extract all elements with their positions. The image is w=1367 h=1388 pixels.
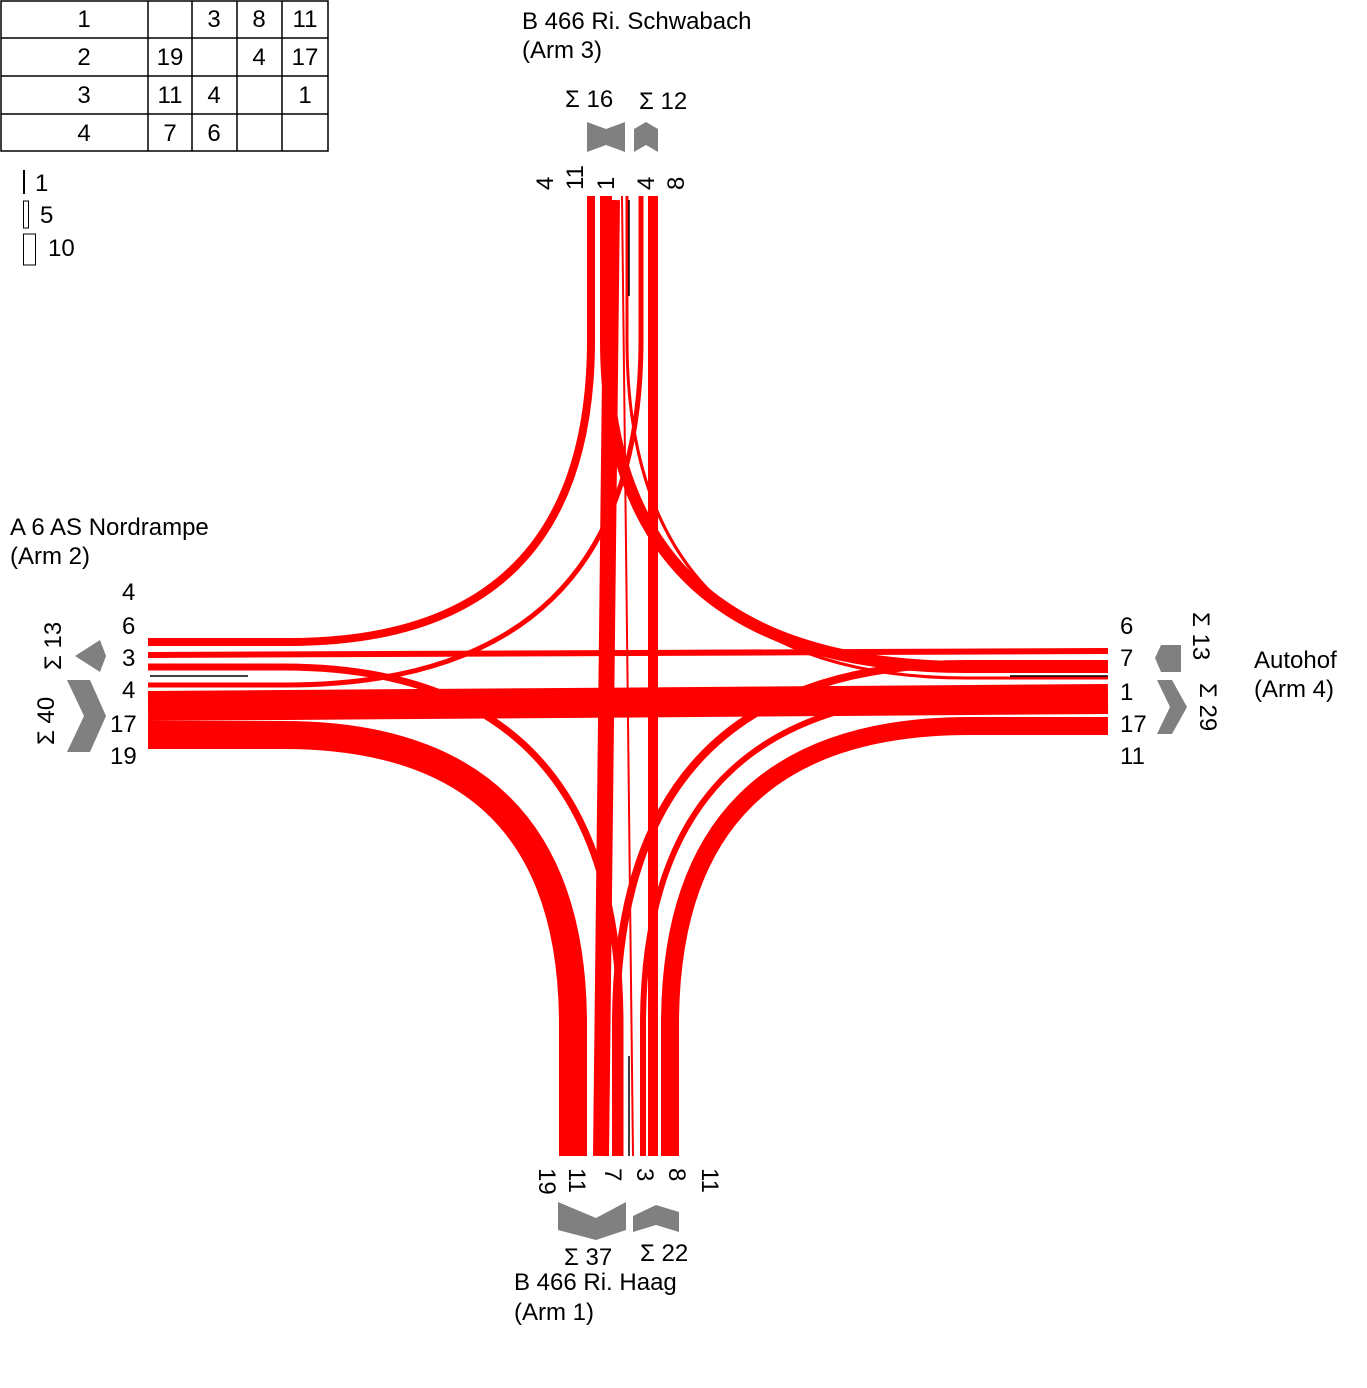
legend-swatch-1 bbox=[23, 170, 25, 194]
legend-label: 1 bbox=[35, 170, 48, 197]
arm-south-number: (Arm 1) bbox=[514, 1299, 594, 1326]
lane-label-south: 11 bbox=[563, 1168, 590, 1193]
flow-band-north-south bbox=[621, 195, 634, 1157]
lane-label-south: 7 bbox=[599, 1168, 626, 1181]
lane-label-south: 8 bbox=[663, 1168, 690, 1181]
flow-band-north-east bbox=[600, 196, 1108, 673]
flow-band-south-west bbox=[148, 721, 587, 1156]
arm-east-number: (Arm 4) bbox=[1254, 676, 1334, 703]
lane-label-north: 4 bbox=[633, 177, 660, 190]
lane-label-east: 6 bbox=[1120, 613, 1133, 640]
lane-label-east: 11 bbox=[1120, 743, 1145, 770]
lane-label-west: 3 bbox=[122, 645, 135, 672]
lane-label-north: 11 bbox=[562, 165, 589, 190]
flow-band-east-north bbox=[625, 196, 1108, 680]
direction-arrows bbox=[67, 122, 1187, 1240]
arrow-east-in bbox=[1157, 680, 1187, 734]
arm-south-name: B 466 Ri. Haag bbox=[514, 1269, 677, 1296]
legend-label: 5 bbox=[40, 202, 53, 229]
arrow-west-out bbox=[75, 640, 106, 672]
arm-east-name: Autohof bbox=[1254, 647, 1337, 674]
matrix-cell: 7 bbox=[163, 120, 176, 147]
flow-band-west-north bbox=[148, 196, 644, 688]
flow-band-west-east bbox=[147, 648, 1109, 658]
matrix-cell: 11 bbox=[293, 6, 318, 33]
arrow-north-out bbox=[634, 122, 658, 152]
arm-west-name: A 6 AS Nordrampe bbox=[10, 514, 209, 541]
lane-label-east: 1 bbox=[1120, 679, 1133, 706]
lane-label-west: 19 bbox=[110, 743, 137, 770]
matrix-cell: 1 bbox=[298, 82, 311, 109]
lane-label-south: 19 bbox=[533, 1168, 560, 1195]
sum-south-in: Σ 37 bbox=[564, 1244, 612, 1271]
matrix-cell: 8 bbox=[252, 6, 265, 33]
flow-band-east-south bbox=[661, 717, 1108, 1156]
lane-label-south: 11 bbox=[696, 1168, 723, 1193]
arrow-south-out bbox=[633, 1205, 679, 1232]
sum-west-out: Σ 13 bbox=[40, 622, 67, 670]
arm-north-number: (Arm 3) bbox=[522, 37, 602, 64]
legend-swatch-10 bbox=[23, 233, 36, 266]
lane-label-west: 4 bbox=[122, 677, 135, 704]
arm-west-number: (Arm 2) bbox=[10, 543, 90, 570]
lane-label-east: 17 bbox=[1120, 711, 1147, 738]
matrix-cell: 2 bbox=[77, 44, 90, 71]
matrix-cell: 17 bbox=[292, 44, 319, 71]
matrix-cell: 3 bbox=[77, 82, 90, 109]
lane-label-east: 7 bbox=[1120, 645, 1133, 672]
sum-east-out: Σ 13 bbox=[1187, 612, 1214, 660]
legend-swatch-5 bbox=[23, 200, 29, 229]
matrix-cell: 4 bbox=[252, 44, 265, 71]
sum-east-in: Σ 29 bbox=[1194, 683, 1221, 731]
lane-label-west: 6 bbox=[122, 613, 135, 640]
arrow-south-in bbox=[558, 1202, 626, 1240]
matrix-cell: 6 bbox=[207, 120, 220, 147]
width-legend: 1 5 10 bbox=[23, 170, 75, 266]
lane-label-south: 3 bbox=[631, 1168, 658, 1181]
lane-label-west: 4 bbox=[122, 579, 135, 606]
flow-bands bbox=[147, 195, 1109, 1157]
sum-south-out: Σ 22 bbox=[640, 1240, 688, 1267]
matrix-cell: 3 bbox=[207, 6, 220, 33]
arrow-west-in bbox=[67, 680, 106, 752]
flow-band-west-east-thick bbox=[147, 684, 1109, 721]
matrix-cell: 11 bbox=[158, 82, 183, 109]
flow-band-north-west bbox=[148, 196, 595, 646]
arrow-north-in bbox=[587, 122, 625, 152]
lane-label-west: 17 bbox=[110, 711, 137, 738]
matrix-cell: 1 bbox=[77, 6, 90, 33]
flow-matrix: 1 3 8 11 2 19 4 17 3 11 4 1 4 7 6 bbox=[0, 0, 329, 152]
matrix-cell: 4 bbox=[207, 82, 220, 109]
matrix-cell: 19 bbox=[157, 44, 184, 71]
sum-north-out: Σ 12 bbox=[639, 88, 687, 115]
flow-band-east-south-mid bbox=[640, 692, 1108, 1156]
lane-label-north: 8 bbox=[663, 177, 690, 190]
sum-north-in: Σ 16 bbox=[565, 86, 613, 113]
sum-west-in: Σ 40 bbox=[33, 697, 60, 745]
lane-label-north: 4 bbox=[532, 177, 559, 190]
lane-dividers bbox=[150, 200, 1108, 1156]
flow-band-south-west-small bbox=[148, 663, 624, 1156]
arrow-east-out bbox=[1155, 645, 1181, 672]
arm-north-name: B 466 Ri. Schwabach bbox=[522, 8, 751, 35]
flow-band-east-south-small bbox=[612, 660, 1108, 1156]
legend-label: 10 bbox=[48, 235, 75, 262]
lane-label-north: 1 bbox=[593, 177, 620, 190]
matrix-cell: 4 bbox=[77, 120, 90, 147]
